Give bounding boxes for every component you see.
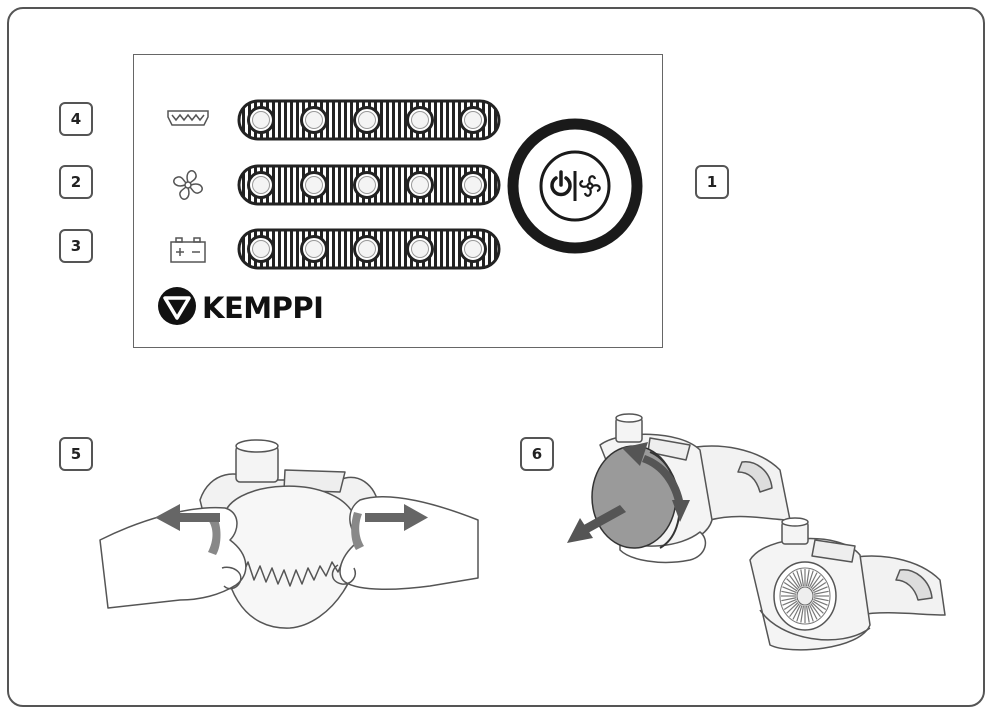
led-lens bbox=[464, 111, 482, 129]
brand-name: KEMPPI bbox=[202, 291, 323, 325]
led-lens bbox=[305, 176, 323, 194]
led-lens bbox=[464, 240, 482, 258]
led-lens bbox=[411, 176, 429, 194]
led-lens bbox=[305, 240, 323, 258]
fan-small-icon bbox=[579, 175, 601, 197]
led-lens bbox=[411, 240, 429, 258]
led-lens bbox=[411, 111, 429, 129]
led-lens bbox=[464, 176, 482, 194]
led-lens bbox=[305, 111, 323, 129]
callout-3: 3 bbox=[59, 229, 93, 263]
control-panel-drawing: KEMPPI bbox=[158, 99, 643, 325]
led-lens bbox=[252, 176, 270, 194]
led-lens bbox=[358, 176, 376, 194]
callout-4: 4 bbox=[59, 102, 93, 136]
filter-icon bbox=[167, 110, 209, 126]
led-lens bbox=[358, 111, 376, 129]
power-icon bbox=[550, 170, 572, 197]
callout-2: 2 bbox=[59, 165, 93, 199]
callout-1: 1 bbox=[695, 165, 729, 199]
battery-icon bbox=[170, 237, 206, 263]
led-lens bbox=[252, 240, 270, 258]
led-lens bbox=[252, 111, 270, 129]
power-fan-button[interactable] bbox=[507, 118, 643, 254]
control-panel: KEMPPI bbox=[133, 54, 663, 348]
led-lens bbox=[358, 240, 376, 258]
callout-5: 5 bbox=[59, 437, 93, 471]
fan-icon bbox=[173, 170, 203, 200]
callout-6: 6 bbox=[520, 437, 554, 471]
kemppi-logo-icon bbox=[158, 287, 196, 325]
